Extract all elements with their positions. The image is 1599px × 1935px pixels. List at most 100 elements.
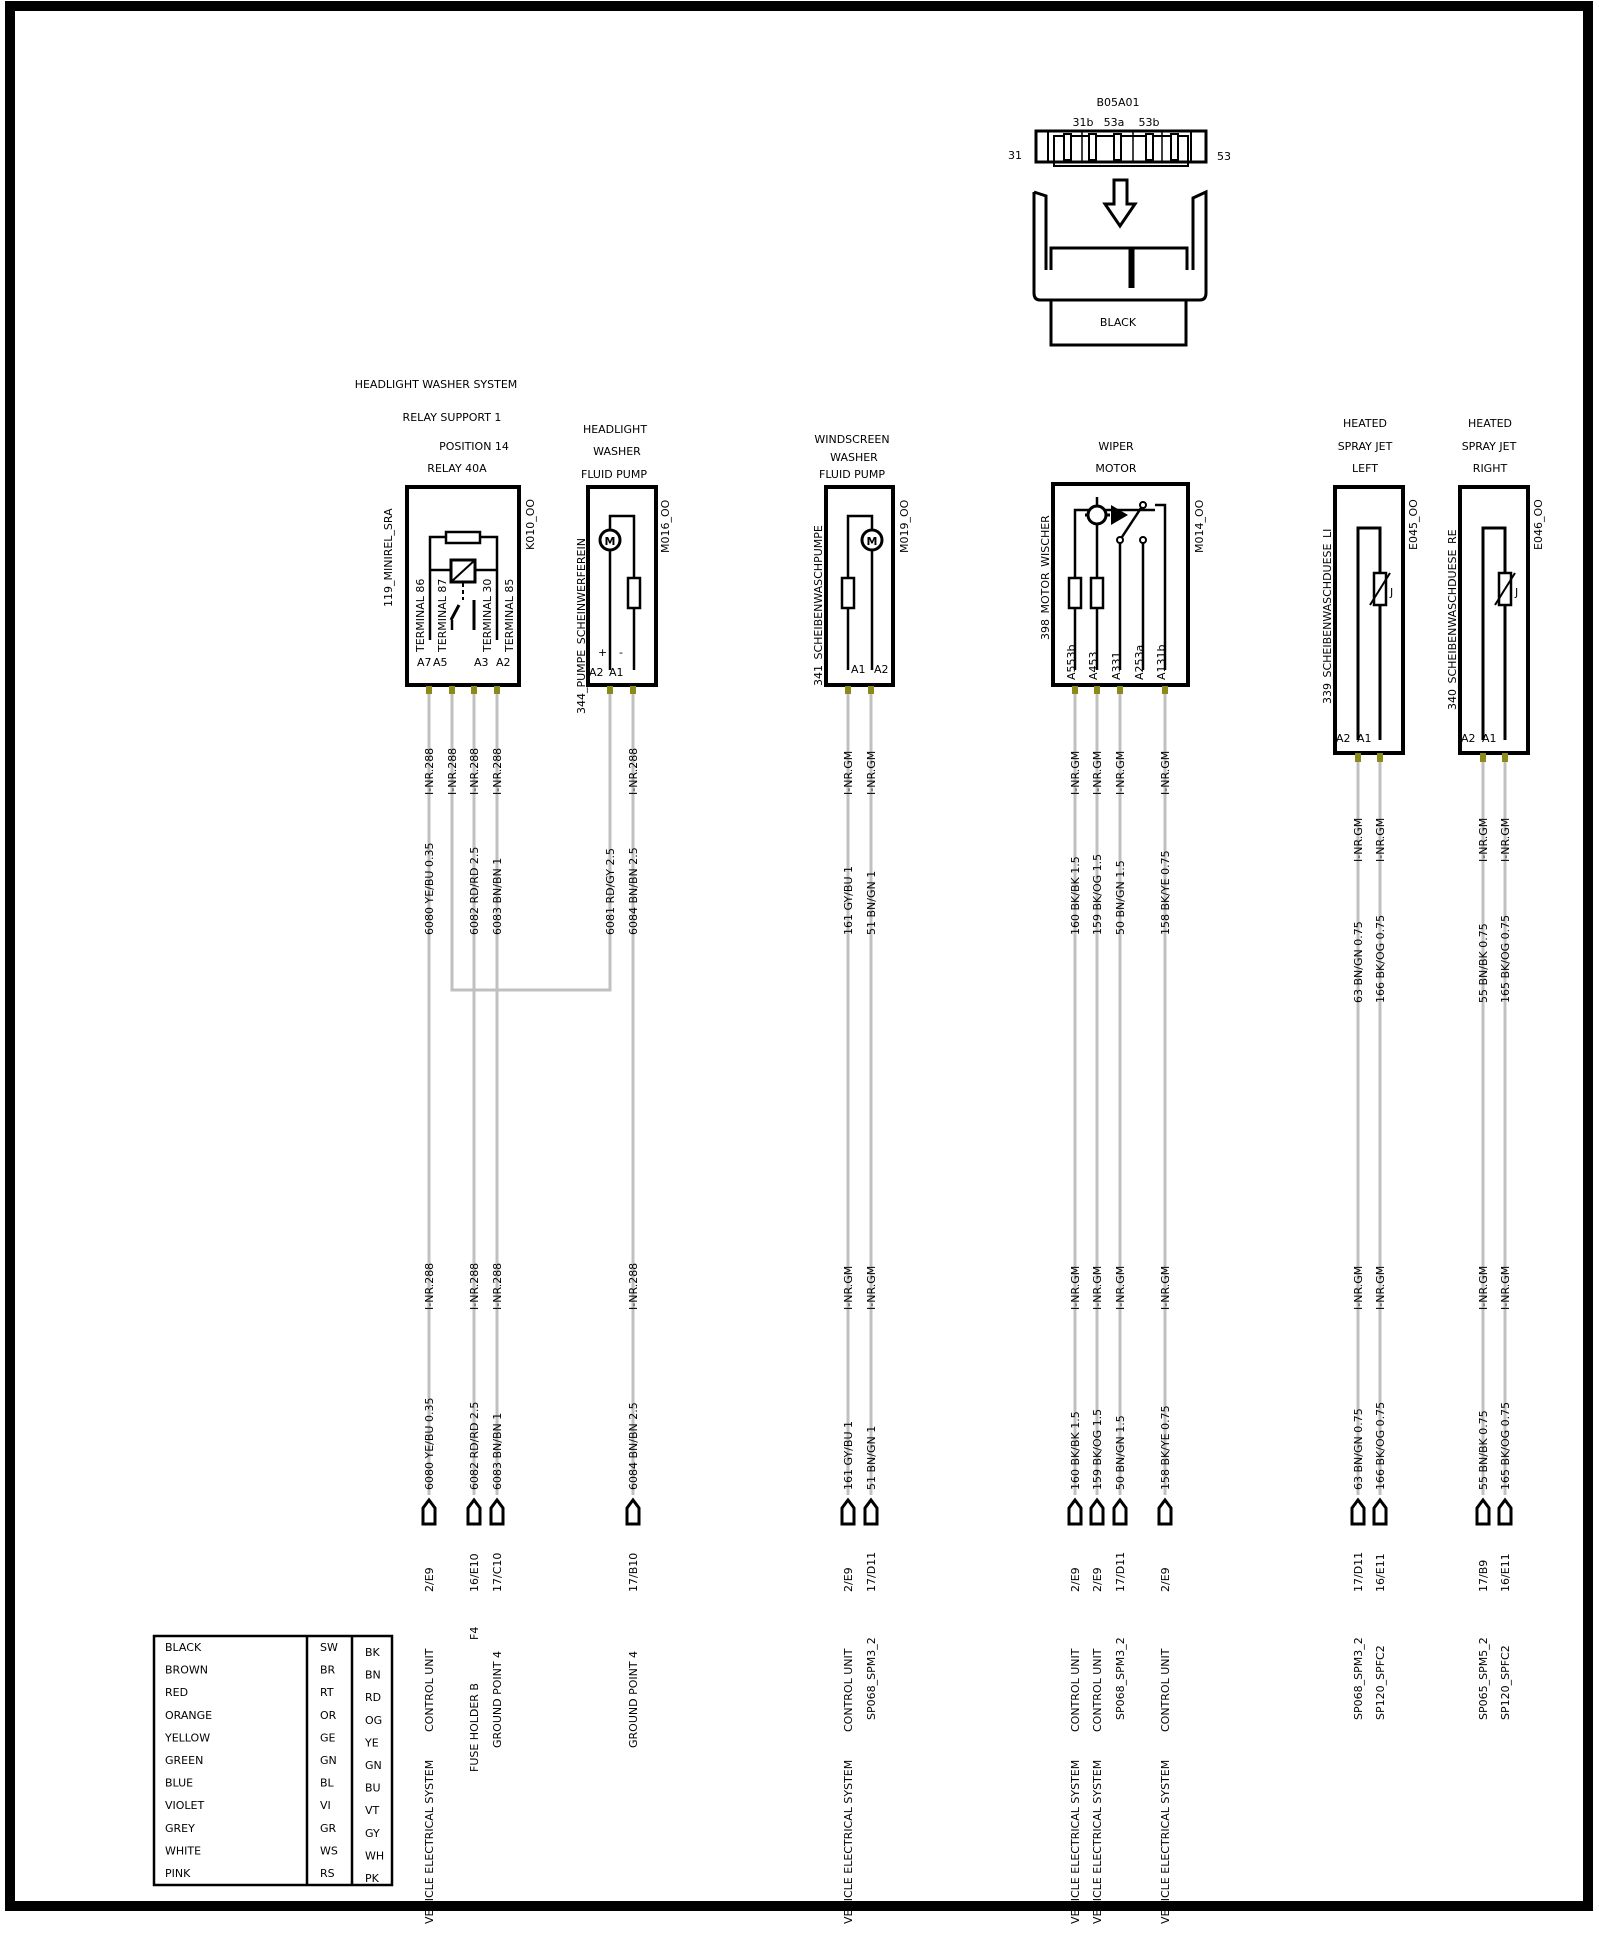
wire-code-top: I-NR.GM xyxy=(1114,751,1127,795)
wire-spec-top: 158 BK/YE 0.75 xyxy=(1159,850,1172,935)
legend-code-en: BK xyxy=(365,1646,381,1659)
legend-code-en: WH xyxy=(365,1849,384,1862)
legend-code-de: WS xyxy=(320,1844,338,1857)
svg-text:J: J xyxy=(1389,586,1393,599)
wire-code-bottom: I-NR.GM xyxy=(1114,1266,1127,1310)
windscreen-pump-side-label: 341_SCHEIBENWASCHPUMPE xyxy=(812,525,825,686)
jet-right-code: E046_OO xyxy=(1532,499,1545,550)
legend-code-de: GE xyxy=(320,1731,336,1744)
legend-code-en: GY xyxy=(365,1827,380,1840)
wire-code-bottom: I-NR.GM xyxy=(1477,1266,1490,1310)
wire-runs xyxy=(427,693,1507,1495)
legend-code-de: SW xyxy=(320,1641,338,1654)
wire-code-bottom: I-NR.GM xyxy=(1091,1266,1104,1310)
relay-pin-label: A5 xyxy=(433,656,448,669)
wire-spec-top: 165 BK/OG 0.75 xyxy=(1499,915,1512,1003)
wire-terminal-icon xyxy=(1157,1497,1173,1526)
windscreen-pump-pin-label: A1 xyxy=(851,663,866,676)
headlight-pump-heading: HEADLIGHT xyxy=(583,423,647,436)
legend-code-en: OG xyxy=(365,1714,382,1727)
headlight-pump-code: M016_OO xyxy=(659,499,672,553)
wire-code-top: I-NR.288 xyxy=(491,748,504,795)
wire-ref: 16/E11 xyxy=(1499,1553,1512,1592)
wire-code-bottom: I-NR.288 xyxy=(627,1263,640,1310)
wire-ref: 17/B9 xyxy=(1477,1560,1490,1592)
wire-code-top: I-NR.288 xyxy=(423,748,436,795)
windscreen-pump-code: M019_OO xyxy=(898,499,911,553)
windscreen-pump-pin-label: A2 xyxy=(874,663,889,676)
connector-b05a01: B05A01 31b 53a 53b 31 53 BLACK xyxy=(1008,96,1231,347)
svg-text:J: J xyxy=(1514,586,1518,599)
legend-code-de: RS xyxy=(320,1867,335,1880)
wire-destination: FUSE HOLDER B xyxy=(468,1683,481,1772)
connector-right-label: 53 xyxy=(1217,150,1231,163)
wire-spec-bottom: 160 BK/BK 1.5 xyxy=(1069,1411,1082,1490)
wire-code-bottom: I-NR.288 xyxy=(468,1263,481,1310)
wire-destination: VEHICLE ELECTRICAL SYSTEM xyxy=(423,1760,436,1924)
motor-icon xyxy=(598,528,622,552)
legend-color-name: RED xyxy=(165,1686,188,1699)
wiper-motor-pin-label: A253a xyxy=(1133,645,1146,680)
connector-pin-label: 53b xyxy=(1139,116,1160,129)
jet-right-side-label: 340_SCHEIBENWASCHDUESE_RE xyxy=(1446,529,1459,710)
jet-right-heading: RIGHT xyxy=(1473,462,1508,475)
wire-terminal-icon xyxy=(466,1497,482,1526)
wire-spec-top: 6081 RD/GY 2.5 xyxy=(604,848,617,935)
wire-code-bottom: I-NR.GM xyxy=(842,1266,855,1310)
wiper-motor-code: M014_OO xyxy=(1193,499,1206,553)
legend-code-de: VI xyxy=(320,1799,331,1812)
windscreen-pump-heading: FLUID PUMP xyxy=(819,468,885,481)
legend-code-de: GN xyxy=(320,1754,337,1767)
wire-destination: CONTROL UNIT xyxy=(423,1648,436,1732)
jet-left-heading: SPRAY JET xyxy=(1338,440,1393,453)
windscreen-pump-heading: WINDSCREEN xyxy=(814,433,889,446)
legend-color-name: VIOLET xyxy=(165,1799,205,1812)
wire-code-bottom: I-NR.GM xyxy=(1159,1266,1172,1310)
connector-id: B05A01 xyxy=(1096,96,1139,109)
connector-left-label: 31 xyxy=(1008,149,1022,162)
wire-spec-bottom: 166 BK/OG 0.75 xyxy=(1374,1402,1387,1490)
wire-code-top: I-NR.GM xyxy=(1352,818,1365,862)
wire-terminal-icon xyxy=(1112,1497,1128,1526)
legend-code-en: BN xyxy=(365,1669,381,1682)
wire-spec-bottom: 161 GY/BU 1 xyxy=(842,1421,855,1490)
wire-code-top: I-NR.288 xyxy=(468,748,481,795)
wire-spec-bottom: 63 BN/GN 0.75 xyxy=(1352,1408,1365,1490)
wire-ref: 2/E9 xyxy=(1091,1567,1104,1592)
jet-right-pin-label: A2 xyxy=(1461,732,1476,745)
wire-terminal-icon xyxy=(863,1497,879,1526)
jet-right-pin-label: A1 xyxy=(1482,732,1497,745)
wiper-motor-pin-label: A131b xyxy=(1155,644,1168,680)
connector-color-label: BLACK xyxy=(1100,316,1137,329)
legend-code-en: YE xyxy=(364,1736,379,1749)
connector-pin-label: 31b xyxy=(1073,116,1094,129)
windscreen-pump-heading: WASHER xyxy=(830,451,878,464)
legend-color-name: YELLOW xyxy=(164,1731,210,1744)
headlight-pump-polarity: + xyxy=(598,646,607,659)
wire-code-top: I-NR.GM xyxy=(1477,818,1490,862)
wire-destination: CONTROL UNIT xyxy=(1069,1648,1082,1732)
wire-spec-bottom: 6082 RD/RD 2.5 xyxy=(468,1402,481,1490)
wire-ref: 17/C10 xyxy=(491,1553,504,1592)
wire-terminal-icon xyxy=(1475,1497,1491,1526)
wire-code-top: I-NR.GM xyxy=(1159,751,1172,795)
headlight-pump-heading: WASHER xyxy=(593,445,641,458)
headlight-pump-pin-label: A1 xyxy=(609,666,624,679)
relay-heading: POSITION 14 xyxy=(439,440,509,453)
wire-terminal-icon xyxy=(421,1497,437,1526)
wire-spec-top: 6082 RD/RD 2.5 xyxy=(468,847,481,935)
wire-code-top: I-NR.GM xyxy=(865,751,878,795)
jet-left-code: E045_OO xyxy=(1407,499,1420,550)
legend-color-name: BLUE xyxy=(165,1777,193,1790)
wire-terminal-icon xyxy=(625,1497,641,1526)
wire-ref: 17/D11 xyxy=(865,1552,878,1592)
relay-terminal-label: TERMINAL 86 xyxy=(414,579,427,653)
wire-ref: 2/E9 xyxy=(1159,1567,1172,1592)
wire-spec-top: 6084 BN/BN 2.5 xyxy=(627,847,640,935)
wiper-motor-heading: MOTOR xyxy=(1095,462,1137,475)
legend-code-en: PK xyxy=(365,1872,380,1885)
wire-spec-bottom: 55 BN/BK 0.75 xyxy=(1477,1410,1490,1490)
wire-destination: SP120_SPFC2 xyxy=(1499,1645,1512,1720)
